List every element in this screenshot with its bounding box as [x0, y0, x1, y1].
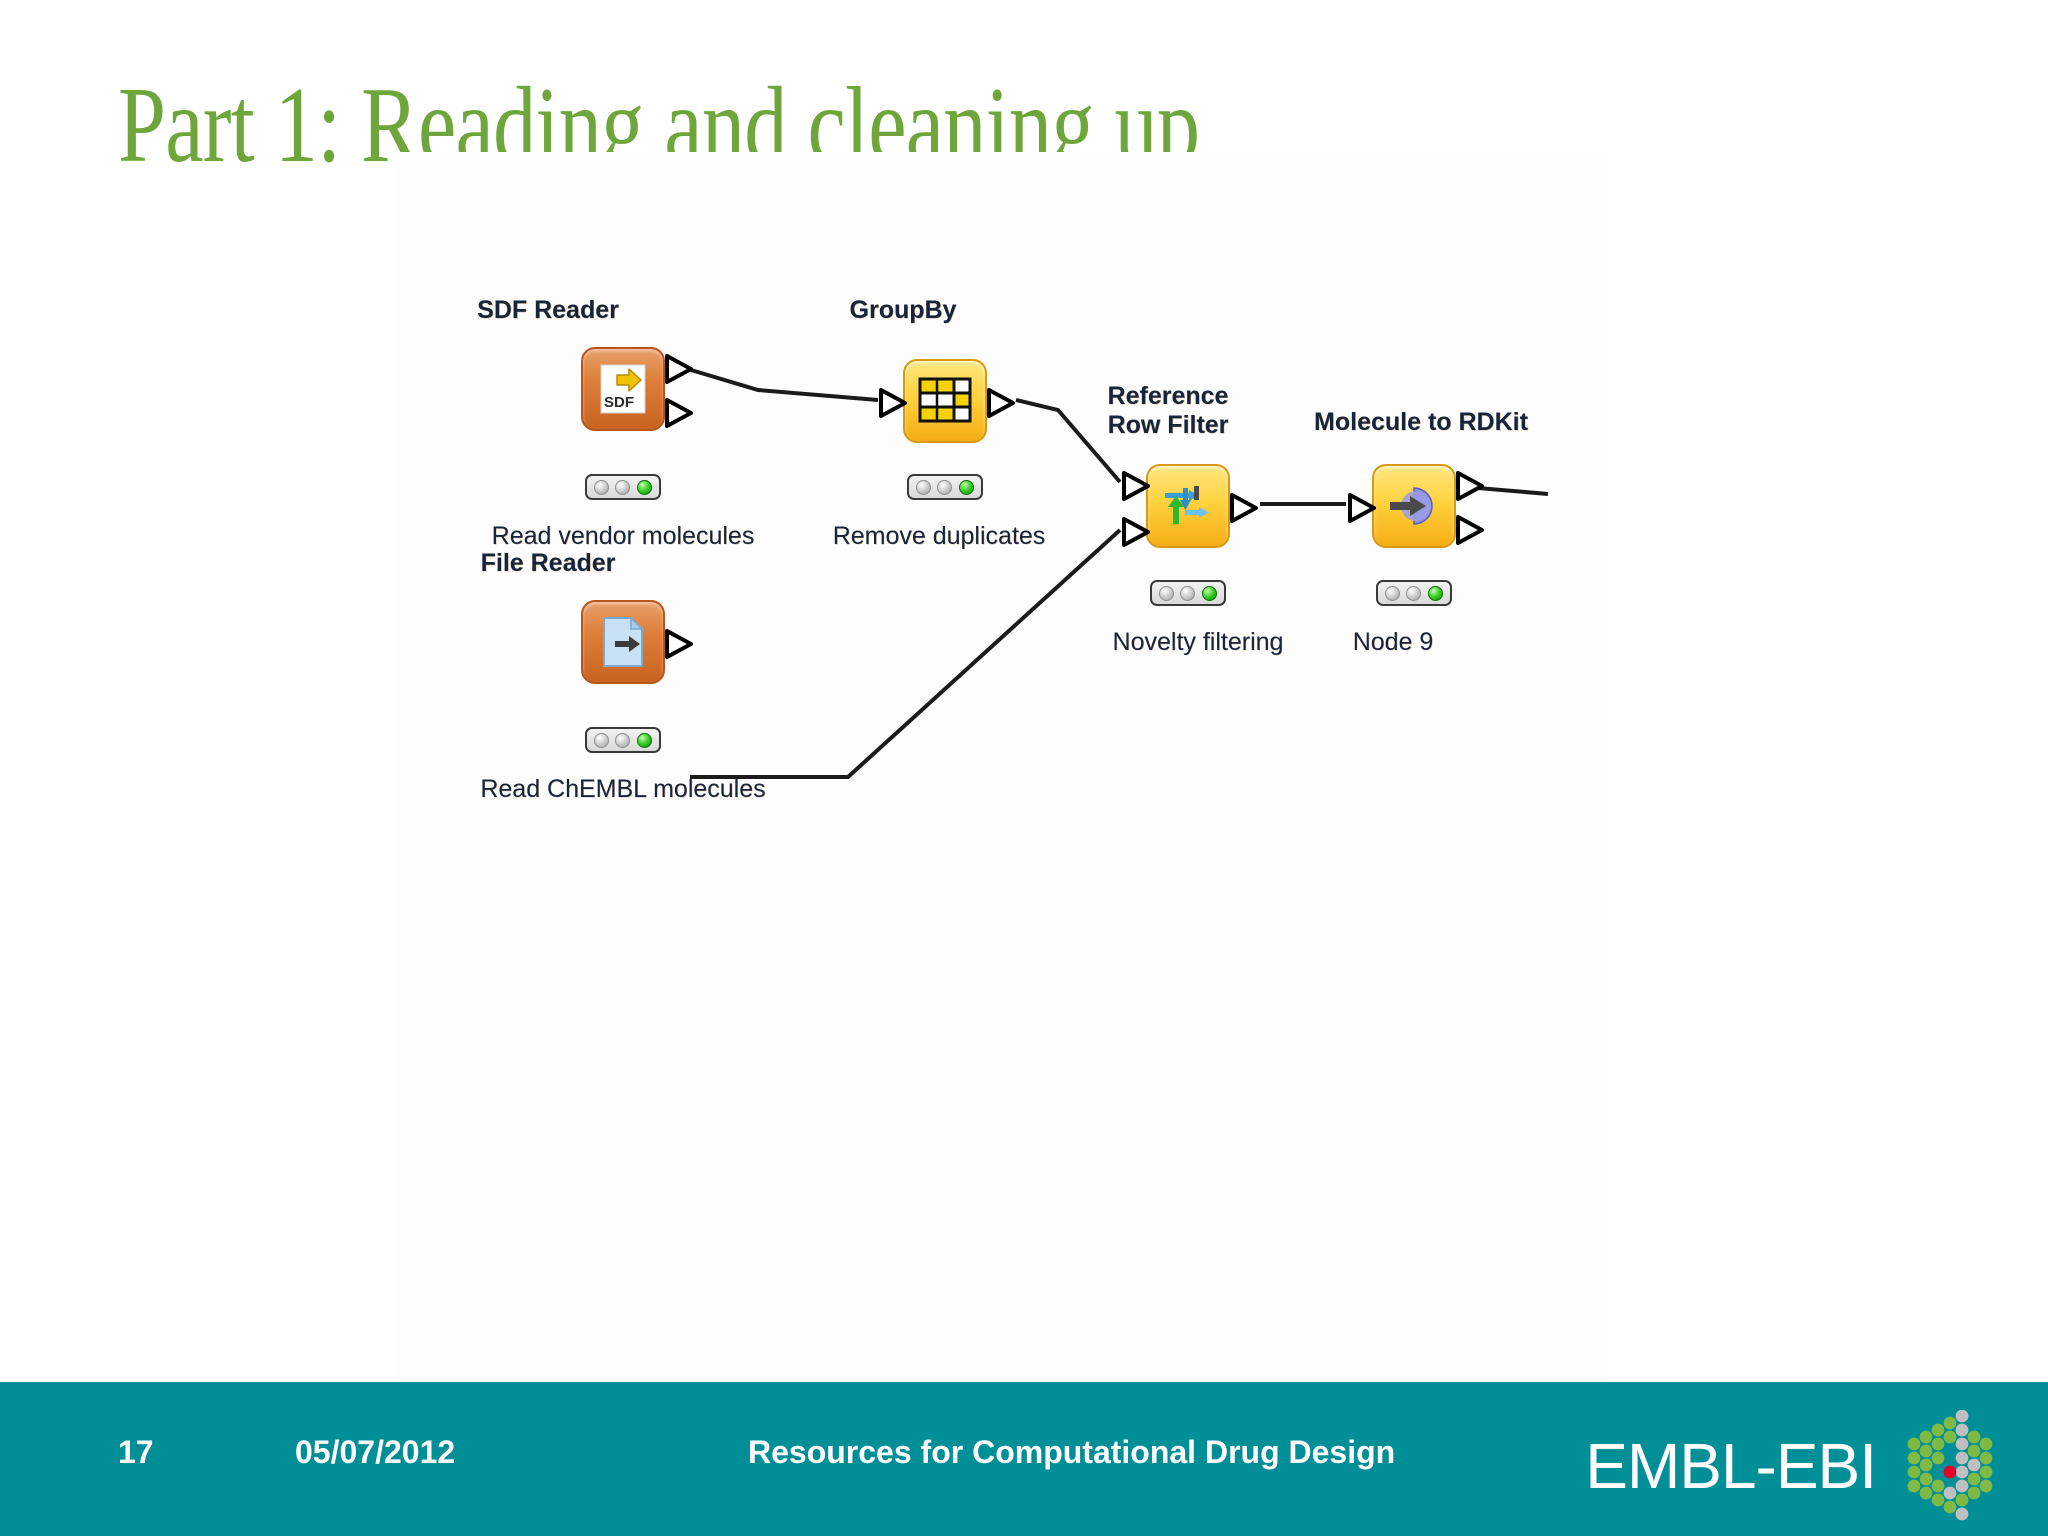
table-grid-icon — [918, 377, 972, 423]
status-light-executed — [958, 479, 974, 495]
input-port-rowfilter-1[interactable] — [1122, 470, 1150, 502]
row-filter-arrows-icon — [1165, 486, 1209, 524]
output-port-rdkit-1[interactable] — [1456, 470, 1484, 502]
node-box-molecule-to-rdkit[interactable] — [1348, 464, 1484, 548]
status-bar-reference-row-filter — [1150, 580, 1226, 606]
output-port-filereader-1[interactable] — [665, 628, 693, 660]
embl-ebi-hexagon-dots-icon — [1907, 1410, 1993, 1521]
node-title-file-reader: File Reader — [480, 549, 616, 577]
status-light-off-1 — [594, 732, 610, 748]
status-bar-group-by — [907, 474, 983, 500]
footer-page-number: 17 — [118, 1434, 154, 1470]
node-box-file-reader[interactable] — [581, 600, 693, 684]
node-label-reference-row-filter: Novelty filtering — [1112, 628, 1284, 656]
status-bar-molecule-to-rdkit — [1376, 580, 1452, 606]
status-bar-sdf-reader — [585, 474, 661, 500]
node-box-group-by[interactable] — [879, 359, 1015, 443]
footer-date: 05/07/2012 — [295, 1434, 456, 1470]
status-light-off-1 — [594, 479, 610, 495]
status-light-off-2 — [615, 479, 631, 495]
status-light-executed — [636, 479, 652, 495]
status-light-off-2 — [615, 732, 631, 748]
output-port-rowfilter-1[interactable] — [1230, 492, 1258, 524]
slide-footer: 17 05/07/2012 Resources for Computationa… — [0, 1382, 2048, 1536]
workflow-connections — [690, 368, 1549, 779]
node-box-sdf-reader[interactable]: SDF — [581, 347, 693, 431]
status-light-executed — [1427, 585, 1443, 601]
input-port-rowfilter-2[interactable] — [1122, 516, 1150, 548]
logo-red-dot — [1943, 1465, 1957, 1479]
status-light-off-2 — [937, 479, 953, 495]
input-port-groupby-1[interactable] — [879, 387, 907, 419]
status-light-off-1 — [1159, 585, 1175, 601]
status-light-executed — [636, 732, 652, 748]
node-label-molecule-to-rdkit: Node 9 — [1352, 628, 1434, 656]
output-port-groupby-1[interactable] — [987, 387, 1015, 419]
node-label-file-reader: Read ChEMBL molecules — [480, 775, 766, 803]
status-light-off-2 — [1180, 585, 1196, 601]
node-box-reference-row-filter[interactable] — [1122, 464, 1258, 548]
node-title-sdf-reader: SDF Reader — [477, 296, 619, 324]
node-title-molecule-to-rdkit: Molecule to RDKit — [1314, 408, 1528, 436]
input-port-rdkit-1[interactable] — [1348, 492, 1376, 524]
output-port-sdf-2[interactable] — [665, 397, 693, 429]
status-light-off-2 — [1406, 585, 1422, 601]
output-port-sdf-1[interactable] — [665, 353, 693, 385]
embl-ebi-logo: EMBL-EBI — [1585, 1410, 2012, 1522]
status-light-off-1 — [916, 479, 932, 495]
node-label-sdf-reader: Read vendor molecules — [491, 522, 755, 550]
edge-sdf-to-groupby — [690, 368, 879, 402]
knime-workflow-diagram: SDF Reader SDF — [398, 152, 1608, 1382]
document-arrow-icon — [603, 616, 644, 667]
status-bar-file-reader — [585, 727, 661, 753]
output-port-rdkit-2[interactable] — [1456, 514, 1484, 546]
embl-ebi-wordmark: EMBL-EBI — [1585, 1430, 1877, 1502]
node-label-group-by: Remove duplicates — [832, 522, 1046, 550]
status-light-executed — [1201, 585, 1217, 601]
node-title-group-by: GroupBy — [849, 296, 957, 324]
molecule-convert-icon — [1390, 487, 1433, 525]
footer-subject: Resources for Computational Drug Design — [748, 1434, 1396, 1470]
status-light-off-1 — [1385, 585, 1401, 601]
svg-text:SDF: SDF — [604, 394, 634, 411]
sdf-file-icon: SDF — [600, 364, 646, 414]
